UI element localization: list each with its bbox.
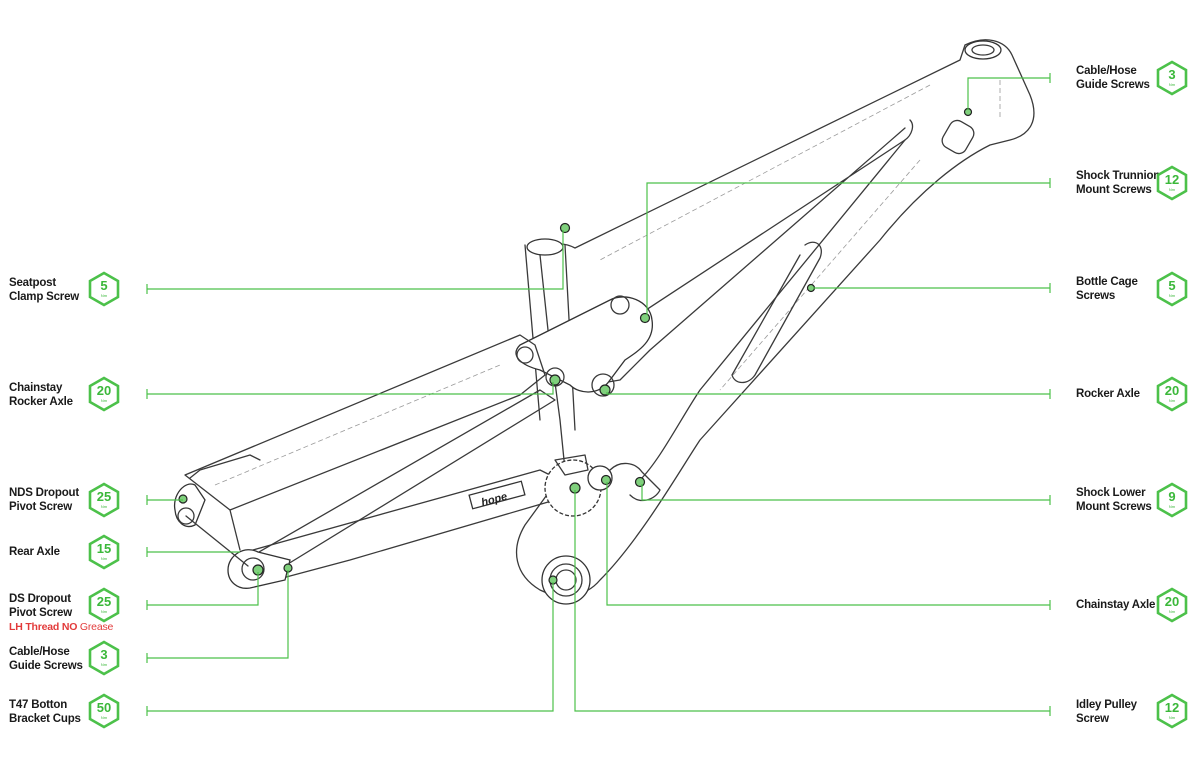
callout-label-t47-bb: T47 Botton Bracket Cups <box>9 699 81 725</box>
leader-ds-dropout <box>147 572 259 606</box>
bolt-chainstay-axle <box>600 474 612 486</box>
bolt-chainstay-rocker <box>549 374 561 386</box>
leader-shock-lower <box>641 484 1050 501</box>
leader-rocker-axle <box>606 392 1050 395</box>
bolt-markers <box>178 107 973 585</box>
leader-lines <box>146 73 1051 716</box>
leader-seatpost <box>147 230 564 290</box>
seat-tube-top <box>526 238 564 256</box>
bottom-bracket <box>541 555 591 605</box>
logo-plate <box>468 480 526 510</box>
callout-label-chainstay-rocker: Chainstay Rocker Axle <box>9 382 73 408</box>
bolt-nds-dropout <box>178 494 188 504</box>
callout-label-seatpost: Seatpost Clamp Screw <box>9 277 80 303</box>
frame-drawing: hope <box>173 39 1035 605</box>
callout-label-cable-hose-left: Cable/Hose Guide Screws <box>9 646 83 672</box>
callout-label-idler-pulley: Idley Pulley Screw <box>1076 699 1137 725</box>
bolt-shock-trunnion <box>639 312 651 324</box>
callout-label-nds-dropout: NDS Dropout Pivot Screw <box>9 487 79 513</box>
callout-label-cable-hose-right: Cable/Hose Guide Screws <box>1076 65 1150 91</box>
cable-port <box>941 119 975 155</box>
leader-cable-right <box>967 77 1050 110</box>
head-tube-top <box>964 40 1002 60</box>
callout-label-rocker-axle: Rocker Axle <box>1076 388 1140 400</box>
grease-warning: LH Thread NO Grease <box>9 621 114 633</box>
front-triangle-outline <box>515 39 1035 597</box>
rear-axle <box>185 515 249 567</box>
bolt-shock-lower <box>634 476 646 488</box>
bolt-seatpost <box>559 222 571 234</box>
rocker-link <box>515 296 653 393</box>
callout-label-bottle-cage: Bottle Cage Screws <box>1076 276 1138 302</box>
bottle-cage-mount <box>731 241 822 384</box>
callout-label-rear-axle: Rear Axle <box>9 546 60 558</box>
callout-label-shock-lower: Shock Lower Mount Screws <box>1076 487 1152 513</box>
leader-idler <box>574 490 1050 712</box>
leader-chainstay-axle <box>606 482 1050 606</box>
down-tube-line <box>639 139 906 481</box>
callout-label-chainstay-axle: Chainstay Axle <box>1076 599 1156 611</box>
leader-shock-trunnion <box>646 182 1050 315</box>
leader-cable-left <box>147 570 289 659</box>
callout-label-ds-dropout: DS Dropout Pivot Screw LH Thread NO Grea… <box>9 593 114 633</box>
callout-label-shock-trunnion: Shock Trunnion Mount Screws <box>1076 170 1161 196</box>
leader-chainstay-rocker <box>147 382 554 395</box>
leader-bb <box>147 582 554 712</box>
